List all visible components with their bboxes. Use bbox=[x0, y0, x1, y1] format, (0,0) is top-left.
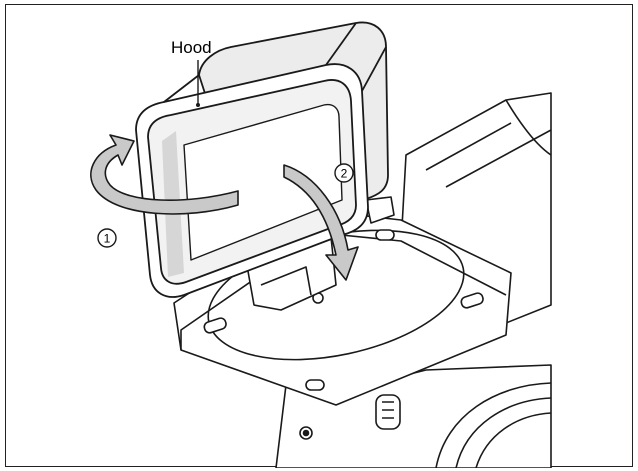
step-2-label: 2 bbox=[341, 167, 348, 181]
step-2-marker-icon: 2 bbox=[334, 163, 354, 183]
fold-down-arrow-icon bbox=[283, 164, 359, 281]
step-1-label: 1 bbox=[104, 232, 111, 246]
hood-leader-dot bbox=[196, 103, 200, 107]
hood-label: Hood bbox=[171, 38, 212, 57]
lcd-hood bbox=[135, 21, 389, 298]
figure-frame: Hood 1 2 bbox=[5, 4, 633, 468]
step-1-marker-icon: 1 bbox=[97, 228, 117, 248]
hood-attachment-illustration: Hood 1 2 bbox=[90, 21, 552, 468]
rotate-arrow-icon bbox=[90, 134, 239, 215]
